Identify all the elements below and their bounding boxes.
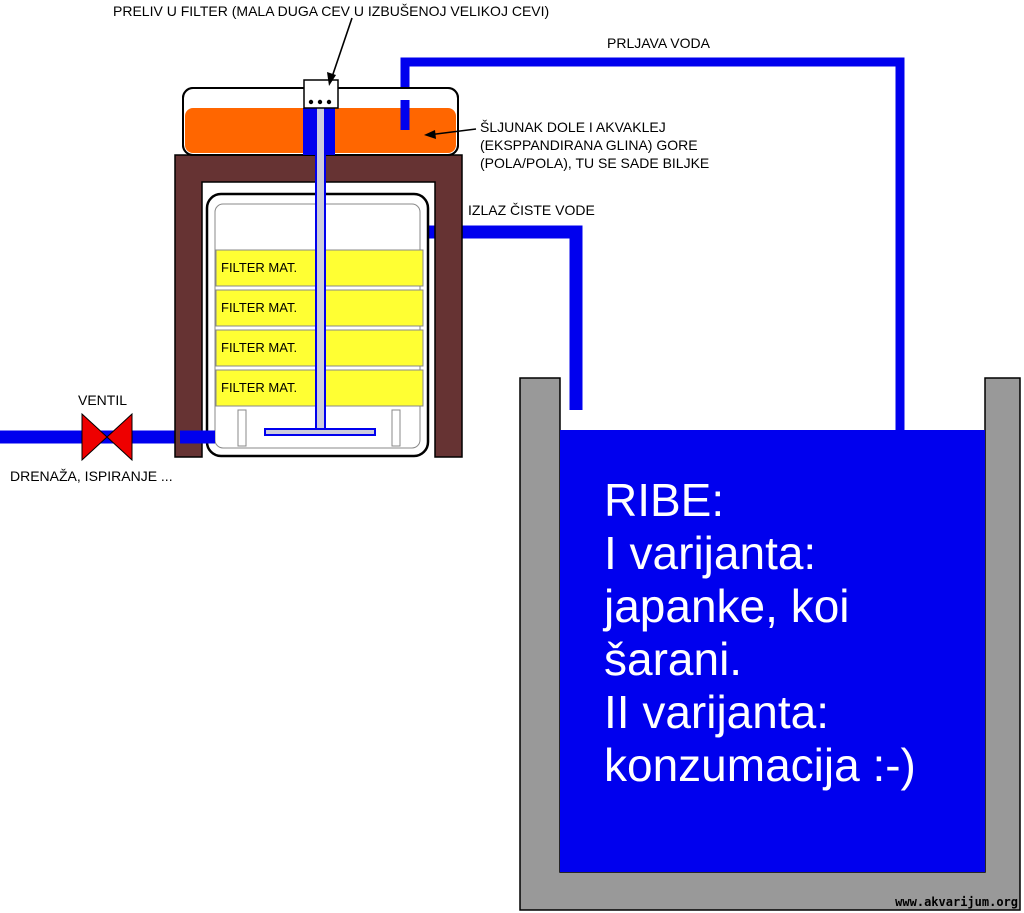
filter-mat-label: FILTER MAT. <box>221 380 298 395</box>
pond-text: RIBE: I varijanta: japanke, koi šarani. … <box>604 474 994 792</box>
drain-label: DRENAŽA, ISPIRANJE ... <box>10 468 173 484</box>
pond-text-line: I varijanta: <box>604 527 817 579</box>
pond-water <box>560 430 985 872</box>
valve-label: VENTIL <box>78 392 128 408</box>
dirty-water-label: PRLJAVA VODA <box>607 35 710 51</box>
gravel-arrow-icon <box>424 128 477 139</box>
overflow-standpipe <box>315 99 326 431</box>
gravel-label-line3: (POLA/POLA), TU SE SADE BILJKE <box>480 155 710 171</box>
clean-water-label: IZLAZ ČISTE VODE <box>468 202 595 218</box>
spray-bar <box>264 428 376 436</box>
filter-mat-label: FILTER MAT. <box>221 300 298 315</box>
pond-text-line: II varijanta: <box>604 686 829 738</box>
overflow-label: PRELIV U FILTER (MALA DUGA CEV U IZBUŠEN… <box>113 3 550 19</box>
pond-text-line: konzumacija :-) <box>604 739 916 791</box>
gravel-label-line2: (EKSPPANDIRANA GLINA) GORE <box>480 137 698 153</box>
valve-icon[interactable] <box>81 412 133 462</box>
filter-mat-label: FILTER MAT. <box>221 260 298 275</box>
pond-text-line: japanke, koi <box>604 580 850 632</box>
filter-stand <box>174 154 463 458</box>
filter-mat-label: FILTER MAT. <box>221 340 298 355</box>
pond-text-line: RIBE: <box>604 474 725 526</box>
watermark[interactable]: www.akvarijum.org <box>895 895 1018 909</box>
clean-water-pipe <box>427 225 583 410</box>
overflow-arrow-icon <box>327 17 353 86</box>
dirty-water-pipe <box>400 57 905 430</box>
pond-text-line: šarani. <box>604 633 743 685</box>
gravel-label-line1: ŠLJUNAK DOLE I AKVAKLEJ <box>480 119 666 135</box>
